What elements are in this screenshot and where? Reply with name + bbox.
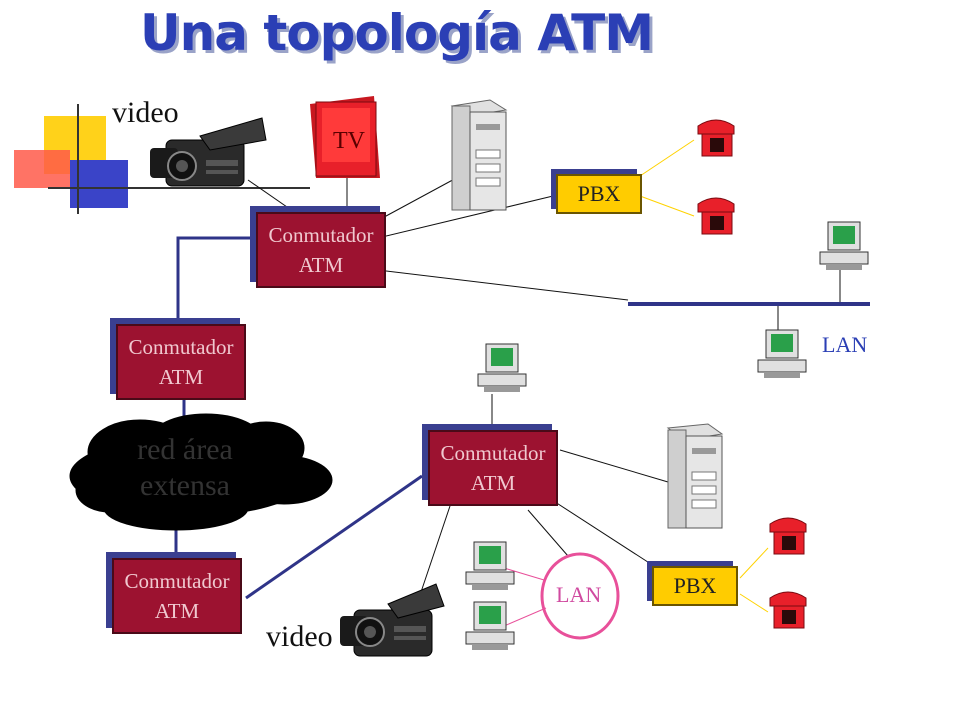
desktop-computer-icon	[465, 541, 515, 590]
atm-switch-center[interactable]: Conmutador ATM	[428, 430, 558, 506]
pbx-top[interactable]: PBX	[556, 174, 642, 214]
telephone-icon	[769, 517, 807, 555]
lan-label-top: LAN	[822, 332, 868, 357]
desktop-computer-icon	[819, 221, 869, 270]
desktop-computer-icon	[465, 601, 515, 650]
telephone-icon	[769, 591, 807, 629]
lan-label-bottom: LAN	[556, 582, 602, 607]
tv-label: TV	[333, 128, 365, 154]
wan-label-line2: extensa	[140, 469, 230, 502]
switch-label-line2: ATM	[154, 599, 200, 623]
switch-label-line1: Conmutador	[268, 223, 374, 247]
switch-label-line2: ATM	[470, 471, 516, 495]
pbx-bottom[interactable]: PBX	[652, 566, 738, 606]
tv-icon	[310, 96, 380, 178]
atm-switch-top[interactable]: Conmutador ATM	[256, 212, 386, 288]
camcorder-icon	[150, 117, 267, 187]
video-label-top: video	[112, 96, 179, 129]
switch-label-line1: Conmutador	[440, 441, 546, 465]
switch-label-line2: ATM	[158, 365, 204, 389]
desktop-computer-icon	[477, 343, 527, 392]
lan-ring	[540, 552, 620, 640]
thin-links	[247, 175, 841, 596]
desktop-computer-icon	[757, 329, 807, 378]
cloud-icon	[69, 413, 333, 531]
atm-switch-bottom[interactable]: Conmutador ATM	[112, 558, 242, 634]
atm-switch-left[interactable]: Conmutador ATM	[116, 324, 246, 400]
phone-links	[639, 139, 769, 613]
slide-title: Una topología ATM	[140, 4, 654, 62]
wan-label-line1: red área	[137, 433, 233, 466]
server-tower-icon	[450, 99, 508, 211]
switch-label-line2: ATM	[298, 253, 344, 277]
camcorder-icon	[340, 583, 445, 657]
decorative-logo-icon	[14, 104, 310, 214]
telephone-icon	[697, 119, 735, 157]
telephone-icon	[697, 197, 735, 235]
switch-label-line1: Conmutador	[128, 335, 234, 359]
wan-cloud-label: red área extensa	[110, 432, 260, 504]
server-tower-icon	[666, 423, 724, 529]
switch-label-line1: Conmutador	[124, 569, 230, 593]
video-label-bottom: video	[266, 620, 333, 653]
